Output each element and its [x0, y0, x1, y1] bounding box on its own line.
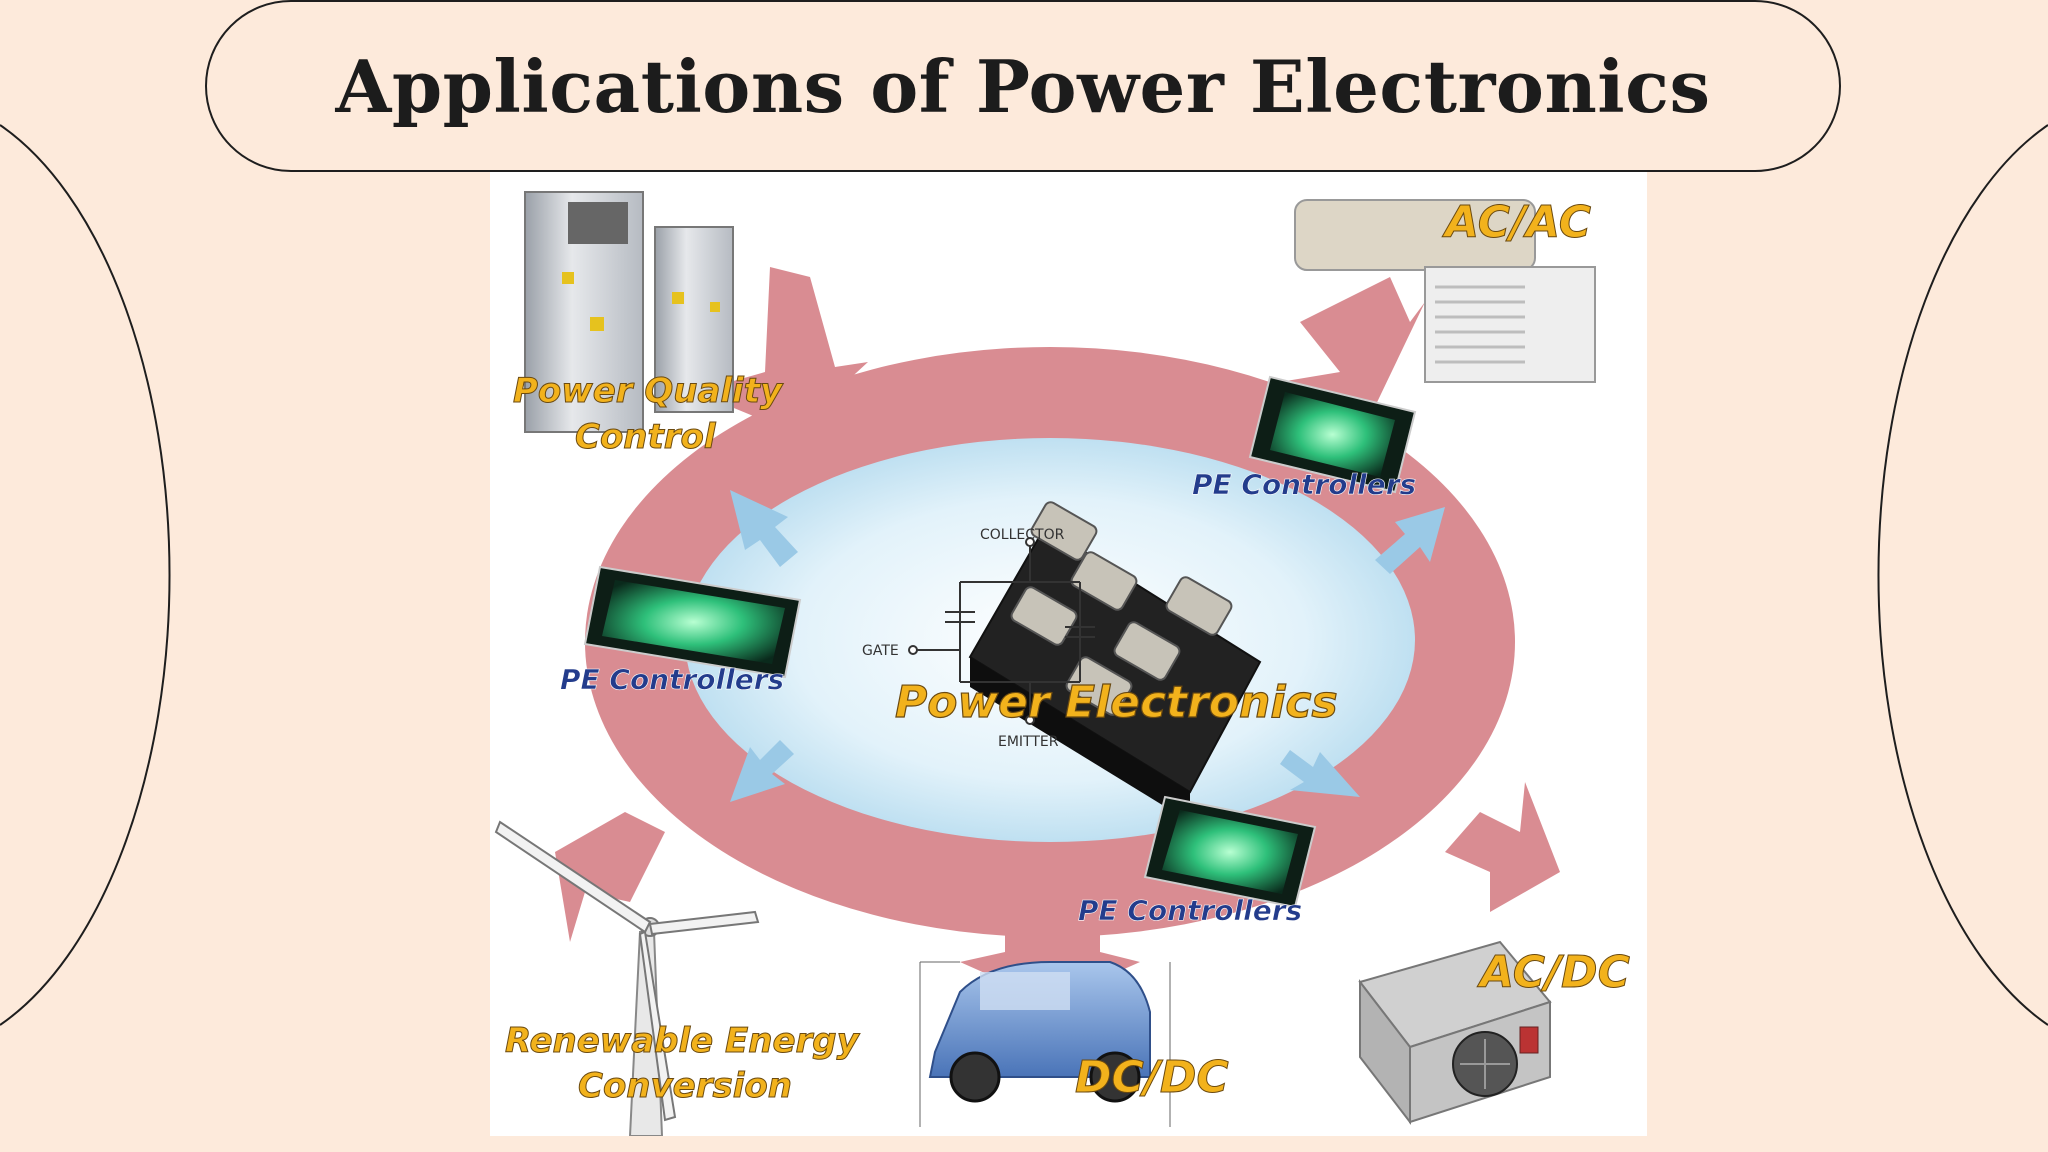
inner-arrow-top-right: [1375, 507, 1445, 574]
pe-controllers-label-3: PE Controllers: [1078, 894, 1302, 927]
controller-chip-left: [583, 565, 802, 679]
arrow-ac-dc: [1445, 782, 1560, 912]
center-label: Power Electronics: [895, 677, 1338, 728]
power-quality-label-line1: Power Quality: [513, 371, 784, 411]
wind-turbine: [494, 820, 760, 1136]
inner-arrow-bottom-left: [730, 740, 794, 802]
left-arc: [0, 124, 171, 1026]
pe-controllers-label-2: PE Controllers: [560, 663, 784, 696]
electric-car: [919, 961, 1171, 1127]
gate-label: GATE: [862, 643, 899, 659]
page-title: Applications of Power Electronics: [335, 43, 1711, 129]
renewable-label-line1: Renewable Energy: [505, 1021, 861, 1061]
power-quality-cabinets: [524, 191, 734, 433]
inner-arrows: [730, 490, 1445, 802]
power-quality-label-line2: Control: [575, 417, 717, 457]
inner-arrow-top-left: [730, 490, 798, 567]
right-arc: [1877, 124, 2048, 1026]
collector-label: COLLECTOR: [980, 527, 1065, 543]
pe-controllers-label-1: PE Controllers: [1192, 468, 1416, 501]
emitter-label: EMITTER: [998, 734, 1059, 750]
air-conditioner-units: [1294, 199, 1596, 383]
power-supply-unit: [1358, 940, 1552, 1125]
controller-chip-bottom: [1143, 795, 1317, 909]
inner-arrow-bottom-right: [1280, 750, 1360, 797]
arrow-renewable: [555, 812, 665, 942]
title-banner: Applications of Power Electronics: [205, 0, 1841, 172]
arrow-ac-ac: [1280, 277, 1425, 417]
renewable-label-line2: Conversion: [578, 1066, 792, 1106]
power-electronics-diagram: COLLECTOR GATE EMITTER Power Electronics…: [490, 172, 1647, 1136]
ac-ac-label: AC/AC: [1442, 197, 1591, 248]
igbt-module: COLLECTOR GATE EMITTER: [862, 501, 1262, 822]
arrow-power-quality: [695, 267, 868, 432]
dc-dc-label: DC/DC: [1075, 1052, 1229, 1103]
controller-chip-top-right: [1248, 375, 1417, 494]
ac-dc-label: AC/DC: [1477, 947, 1630, 998]
